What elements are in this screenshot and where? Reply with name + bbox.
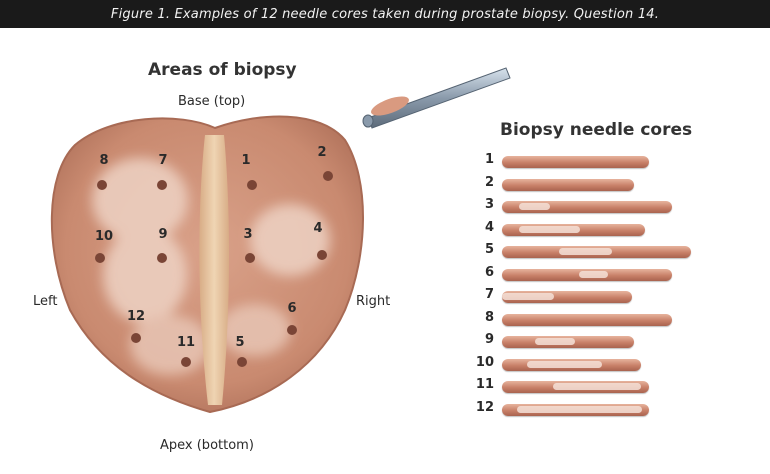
- base-label: Base (top): [178, 94, 246, 109]
- right-label: Right: [356, 294, 391, 309]
- core-pale-segment: [517, 405, 642, 413]
- core-bar-1: [502, 156, 649, 168]
- biopsy-site-label-11: 11: [177, 335, 195, 350]
- core-row-4: 4: [474, 218, 734, 240]
- biopsy-site-5: [237, 357, 247, 367]
- core-number-4: 4: [484, 219, 494, 235]
- core-row-8: 8: [474, 308, 734, 330]
- core-row-1: 1: [474, 150, 734, 172]
- biopsy-site-1: [247, 180, 257, 190]
- core-number-9: 9: [484, 332, 494, 347]
- biopsy-site-7: [157, 180, 167, 190]
- core-number-6: 6: [484, 264, 494, 280]
- core-row-5: 5: [474, 240, 734, 262]
- core-row-3: 3: [474, 195, 734, 217]
- core-row-2: 2: [474, 173, 734, 195]
- biopsy-site-label-4: 4: [313, 221, 322, 236]
- biopsy-site-label-6: 6: [287, 301, 296, 316]
- biopsy-site-11: [181, 357, 191, 367]
- core-number-5: 5: [484, 242, 494, 257]
- biopsy-site-6: [287, 325, 297, 335]
- core-row-10: 10: [474, 353, 734, 375]
- core-bar-3: [502, 201, 672, 213]
- biopsy-site-8: [97, 180, 107, 190]
- apex-label: Apex (bottom): [160, 438, 254, 453]
- core-number-11: 11: [475, 377, 494, 392]
- biopsy-site-4: [317, 250, 327, 260]
- biopsy-site-label-8: 8: [99, 153, 108, 168]
- biopsy-site-label-5: 5: [235, 335, 244, 350]
- core-row-6: 6: [474, 263, 734, 285]
- biopsy-site-label-7: 7: [158, 153, 167, 168]
- core-bar-9: [502, 336, 634, 348]
- areas-title: Areas of biopsy: [148, 60, 297, 80]
- core-bar-6: [502, 268, 672, 281]
- core-bar-10: [502, 358, 641, 371]
- biopsy-needle: [362, 67, 511, 129]
- core-pale-segment: [519, 203, 550, 210]
- core-pale-segment: [559, 248, 612, 255]
- core-number-12: 12: [475, 399, 494, 415]
- core-number-1: 1: [484, 152, 494, 167]
- pale-regions: [92, 158, 330, 375]
- left-label: Left: [33, 294, 58, 309]
- biopsy-site-label-2: 2: [317, 145, 326, 160]
- cores-title: Biopsy needle cores: [500, 120, 693, 140]
- caption-bar: Figure 1. Examples of 12 needle cores ta…: [0, 0, 770, 28]
- core-bar-11: [502, 381, 649, 393]
- core-bar-4: [502, 223, 645, 236]
- core-pale-segment: [519, 225, 580, 233]
- biopsy-site-9: [157, 253, 167, 263]
- core-number-10: 10: [475, 354, 494, 370]
- core-bar-8: [502, 313, 672, 326]
- core-row-11: 11: [474, 375, 734, 397]
- biopsy-site-label-12: 12: [127, 309, 145, 324]
- figure-caption: Figure 1. Examples of 12 needle cores ta…: [110, 6, 660, 22]
- biopsy-site-12: [131, 333, 141, 343]
- core-row-9: 9: [474, 330, 734, 352]
- core-number-7: 7: [484, 287, 494, 302]
- biopsy-site-label-3: 3: [243, 227, 252, 242]
- core-bar-2: [502, 178, 634, 191]
- biopsy-site-10: [95, 253, 105, 263]
- core-pale-segment: [579, 270, 608, 278]
- biopsy-site-label-10: 10: [95, 229, 113, 244]
- core-pale-segment: [535, 338, 575, 345]
- biopsy-site-label-9: 9: [158, 227, 167, 242]
- core-bar-5: [502, 246, 691, 258]
- core-row-7: 7: [474, 285, 734, 307]
- urethra: [199, 135, 229, 405]
- biopsy-site-3: [245, 253, 255, 263]
- core-number-2: 2: [484, 174, 494, 190]
- core-pale-segment: [502, 293, 554, 300]
- core-row-12: 12: [474, 398, 734, 420]
- core-pale-segment: [527, 360, 602, 368]
- biopsy-site-label-1: 1: [241, 153, 250, 168]
- biopsy-site-2: [323, 171, 333, 181]
- core-number-3: 3: [484, 197, 494, 212]
- core-bar-12: [502, 403, 649, 416]
- core-number-8: 8: [484, 309, 494, 325]
- core-bar-7: [502, 291, 632, 303]
- core-pale-segment: [553, 383, 641, 390]
